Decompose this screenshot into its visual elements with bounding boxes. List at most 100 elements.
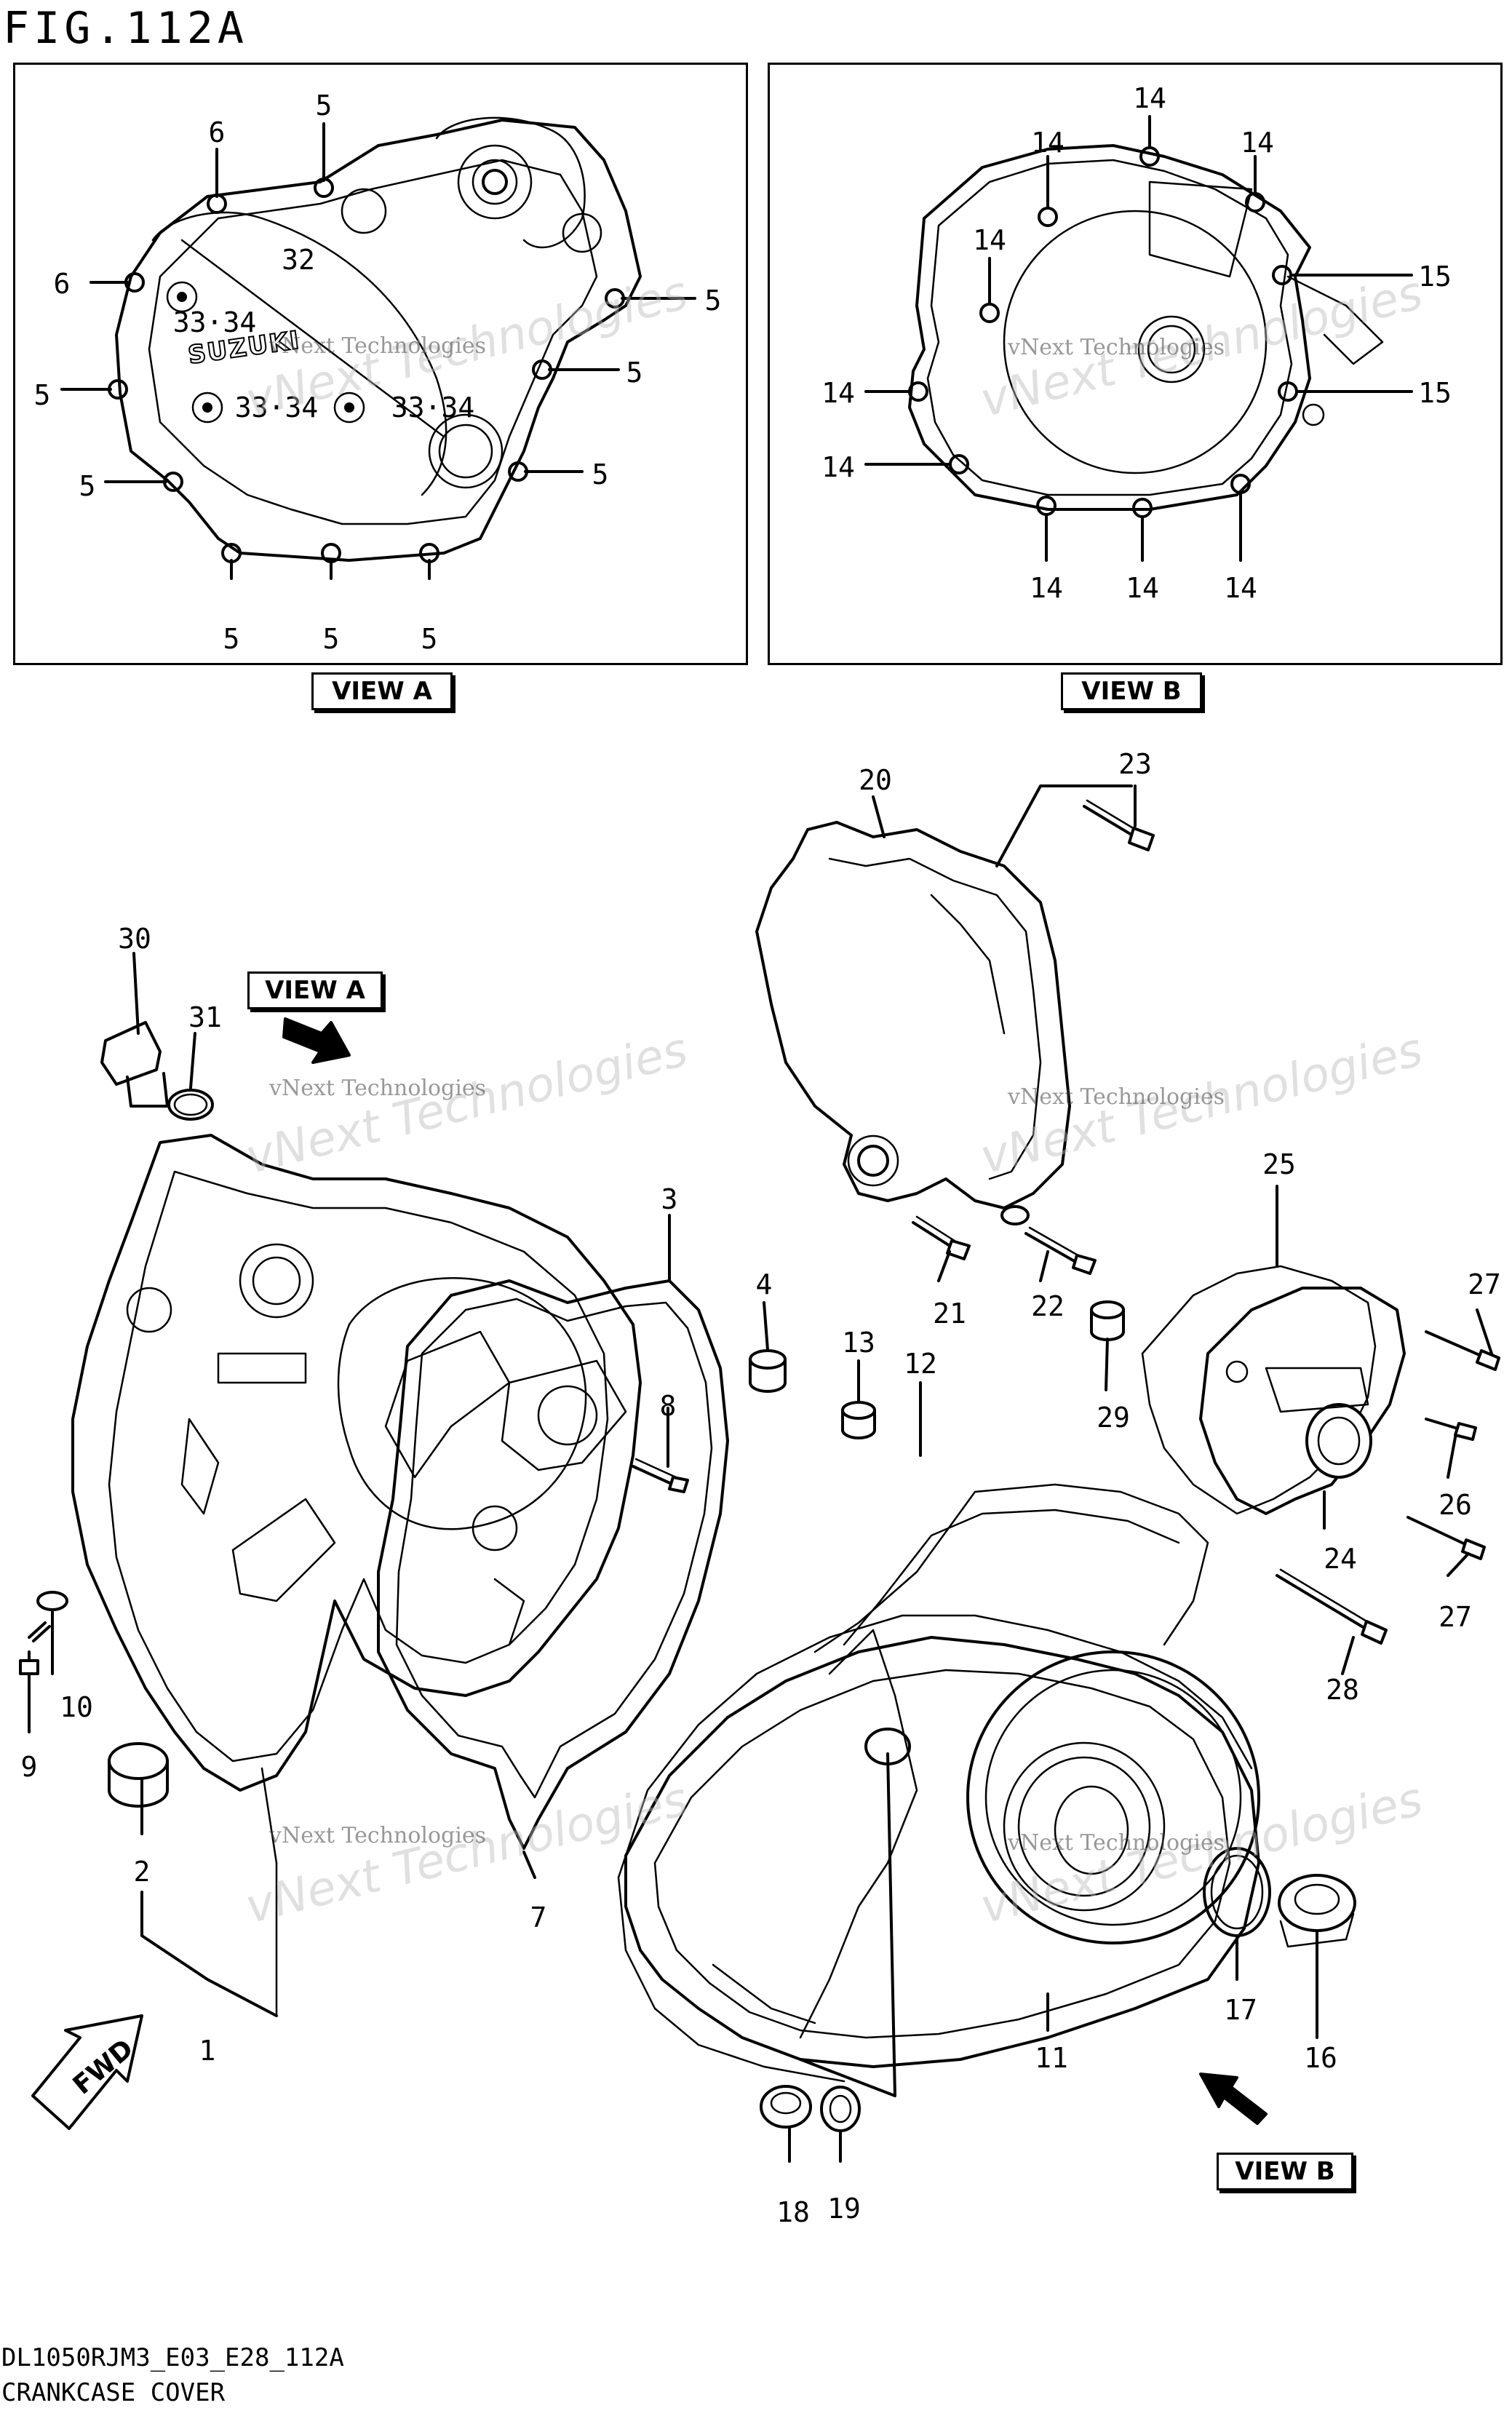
callout-18: 18 — [776, 2196, 810, 2228]
callout-25: 25 — [1262, 1148, 1296, 1180]
bolt-9 — [19, 1621, 51, 1682]
callout-27-upper: 27 — [1468, 1268, 1501, 1300]
plug-2 — [108, 1742, 169, 1808]
panel-b-leader-lines — [864, 115, 1413, 562]
bolt-23 — [1083, 799, 1155, 851]
callout-a-33-34-right: 33·34 — [391, 392, 475, 424]
callout-b-14-left-1: 14 — [973, 224, 1006, 256]
bolt-21 — [912, 1215, 971, 1260]
callout-a-6-top: 6 — [208, 116, 226, 148]
bolt-8 — [632, 1458, 689, 1493]
callout-b-14-top: 14 — [1133, 82, 1166, 114]
washer-19 — [820, 2086, 861, 2132]
callout-20: 20 — [859, 764, 892, 796]
callout-b-14-bottom-1: 14 — [1030, 572, 1063, 604]
view-a-arrow — [282, 1017, 351, 1064]
callout-3: 3 — [661, 1183, 678, 1215]
fwd-arrow-shape — [31, 2014, 143, 2130]
gasket-clutch-cover — [377, 1279, 729, 1850]
dowel-pin-13 — [841, 1401, 876, 1439]
watermark-small-6: vNext Technologies — [1008, 1830, 1225, 1856]
callout-4: 4 — [755, 1268, 773, 1300]
plug-bolt-18 — [760, 2085, 812, 2129]
watermark-small-5: vNext Technologies — [269, 1823, 487, 1848]
figure-code: DL1050RJM3_E03_E28_112A — [1, 2343, 344, 2372]
callout-8: 8 — [659, 1390, 677, 1422]
callout-1: 1 — [199, 2035, 216, 2067]
oil-filler-cap-30 — [100, 1021, 169, 1108]
callout-a-33-34-mid: 33·34 — [234, 392, 319, 424]
callout-a-33-34-top: 33·34 — [172, 306, 257, 338]
view-b-panel — [768, 63, 1503, 665]
figure-title: FIG.112A — [3, 3, 248, 54]
clutch-cover-outline — [108, 116, 642, 563]
callout-b-14-left-2: 14 — [821, 377, 855, 409]
callout-11: 11 — [1035, 2042, 1068, 2074]
callout-17: 17 — [1224, 1994, 1257, 2026]
callout-21: 21 — [933, 1298, 966, 1330]
bolt-28 — [1276, 1568, 1388, 1645]
view-b-caption: VIEW B — [1061, 672, 1202, 710]
watermark-small-2: vNext Technologies — [1008, 335, 1225, 360]
generator-cover-11 — [624, 1483, 1260, 2068]
callout-a-5-right-1: 5 — [704, 285, 722, 317]
callout-a-5-top: 5 — [315, 90, 333, 122]
callout-a-5-left-2: 5 — [79, 470, 96, 502]
dowel-pin-29 — [1090, 1300, 1125, 1341]
crankcase-body — [71, 1134, 642, 2017]
callout-24: 24 — [1324, 1543, 1357, 1575]
view-a-pointer-label: VIEW A — [247, 971, 383, 1009]
washer-10 — [36, 1591, 68, 1611]
callout-2: 2 — [133, 1856, 151, 1888]
callout-a-5-bottom-3: 5 — [421, 623, 438, 655]
watermark-small-1: vNext Technologies — [269, 333, 487, 359]
callout-30: 30 — [118, 923, 151, 955]
callout-b-14-left-3: 14 — [821, 451, 855, 483]
callout-28: 28 — [1326, 1674, 1359, 1706]
callout-b-14-bottom-2: 14 — [1126, 572, 1159, 604]
callout-13: 13 — [842, 1327, 875, 1359]
callout-b-14-bottom-3: 14 — [1224, 572, 1257, 604]
o-ring-31 — [167, 1089, 214, 1121]
watermark-small-4: vNext Technologies — [1008, 1084, 1225, 1110]
callout-22: 22 — [1031, 1290, 1065, 1322]
callout-b-15-upper: 15 — [1418, 261, 1452, 293]
bolt-27-upper — [1425, 1330, 1500, 1371]
callout-10: 10 — [60, 1691, 93, 1723]
sprocket-cover-20 — [755, 821, 1071, 1209]
callout-a-5-right-2: 5 — [626, 357, 643, 389]
callout-a-5-left-1: 5 — [33, 379, 51, 411]
callout-31: 31 — [188, 1001, 222, 1033]
callout-b-15-lower: 15 — [1418, 377, 1452, 409]
water-pump-cover-24 — [1199, 1287, 1406, 1515]
callout-b-14-upper-left: 14 — [1031, 127, 1065, 159]
callout-9: 9 — [20, 1751, 38, 1783]
callout-16: 16 — [1304, 2042, 1337, 2074]
callout-a-32: 32 — [282, 244, 315, 276]
gasket-12 — [617, 1614, 1253, 2083]
callout-27-lower: 27 — [1439, 1601, 1472, 1633]
callout-7: 7 — [530, 1902, 547, 1934]
watermark-small-3: vNext Technologies — [269, 1076, 487, 1101]
dowel-pin-4 — [749, 1349, 787, 1393]
callout-19: 19 — [827, 2193, 861, 2225]
callout-a-5-bottom-2: 5 — [322, 623, 340, 655]
figure-name: CRANKCASE COVER — [1, 2378, 226, 2407]
callout-a-5-bottom-1: 5 — [223, 623, 240, 655]
bolt-22 — [1000, 1205, 1097, 1275]
view-b-pointer-label: VIEW B — [1217, 2153, 1353, 2190]
plug-16 — [1278, 1874, 1356, 1948]
callout-29: 29 — [1097, 1402, 1130, 1434]
callout-12: 12 — [904, 1348, 937, 1380]
callout-26: 26 — [1439, 1489, 1472, 1521]
view-a-panel — [13, 63, 748, 665]
callout-a-5-right-3: 5 — [592, 458, 609, 490]
callout-a-6-left: 6 — [53, 268, 71, 300]
callout-b-14-upper-right: 14 — [1241, 127, 1274, 159]
view-b-arrow — [1199, 2073, 1268, 2125]
view-a-caption: VIEW A — [311, 672, 453, 710]
callout-23: 23 — [1118, 748, 1152, 780]
bolt-27-lower — [1406, 1516, 1486, 1560]
panel-a-leader-lines — [60, 122, 696, 580]
